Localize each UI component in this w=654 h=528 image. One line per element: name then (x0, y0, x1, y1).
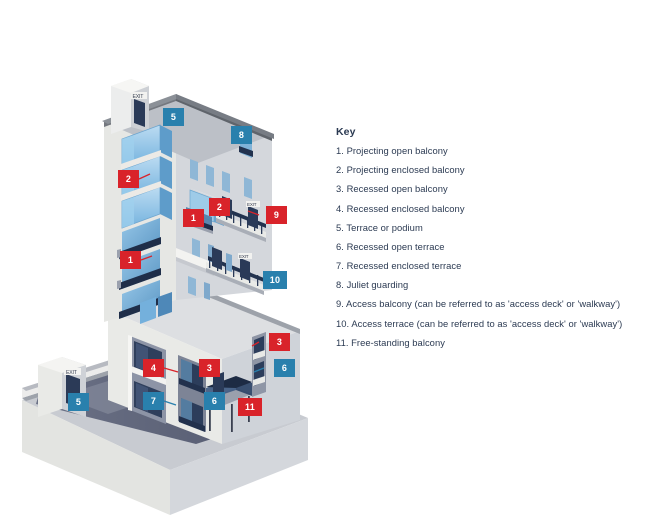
marker-2-projecting-enclosed-left: 2 (118, 170, 139, 188)
marker-1-projecting-open-left: 1 (120, 251, 141, 269)
marker-6-recessed-open-terrace-right: 6 (274, 359, 295, 377)
recessed-open-bays-right (252, 332, 266, 397)
marker-9-access-balcony: 9 (266, 206, 287, 224)
marker-2-projecting-enclosed-front: 2 (209, 198, 230, 216)
key-item-4: 4. Recessed enclosed balcony (336, 202, 465, 214)
isometric-building-svg: EXIT (22, 79, 308, 515)
access-balcony-walkway: EXIT (216, 196, 266, 242)
key-legend: Key 1. Projecting open balcony 2. Projec… (336, 126, 636, 357)
marker-5-roof-terrace: 5 (163, 108, 184, 126)
key-item-10: 10. Access terrace (can be referred to a… (336, 317, 623, 329)
key-item-2: 2. Projecting enclosed balcony (336, 164, 465, 176)
marker-8-juliet-guarding: 8 (231, 126, 252, 144)
marker-1-projecting-open-front: 1 (183, 209, 204, 227)
marker-11-free-standing-balcony: 11 (238, 398, 262, 416)
recessed-enclosed-bays (128, 335, 166, 424)
key-item-6: 6. Recessed open terrace (336, 240, 445, 252)
key-item-7: 7. Recessed enclosed terrace (336, 260, 462, 272)
key-item-5: 5. Terrace or podium (336, 221, 423, 233)
svg-text:EXIT: EXIT (66, 370, 78, 376)
key-item-3: 3. Recessed open balcony (336, 183, 448, 195)
marker-3-recessed-open-right: 3 (269, 333, 290, 351)
key-title: Key (336, 126, 356, 138)
key-item-8: 8. Juliet guarding (336, 279, 409, 291)
svg-text:EXIT: EXIT (133, 94, 145, 100)
svg-text:EXIT: EXIT (247, 202, 257, 207)
roof-exit-stairwell: EXIT (111, 79, 149, 134)
tower-left-lower-windows (140, 292, 172, 324)
svg-text:EXIT: EXIT (239, 254, 249, 259)
marker-4-recessed-enclosed-balcony: 4 (143, 359, 164, 377)
key-item-9: 9. Access balcony (can be referred to as… (336, 298, 621, 310)
marker-7-recessed-enclosed-terrace: 7 (143, 392, 164, 410)
building-illustration: EXIT (22, 79, 308, 515)
key-item-1: 1. Projecting open balcony (336, 145, 448, 156)
marker-5-podium-terrace: 5 (68, 393, 89, 411)
marker-6-recessed-open-terrace: 6 (204, 392, 225, 410)
marker-3-recessed-open-balcony: 3 (199, 359, 220, 377)
access-terrace-walkway: EXIT (206, 247, 264, 295)
marker-10-access-terrace: 10 (263, 271, 287, 289)
callout-leader-lines (138, 173, 265, 406)
key-item-11: 11. Free-standing balcony (336, 336, 445, 348)
